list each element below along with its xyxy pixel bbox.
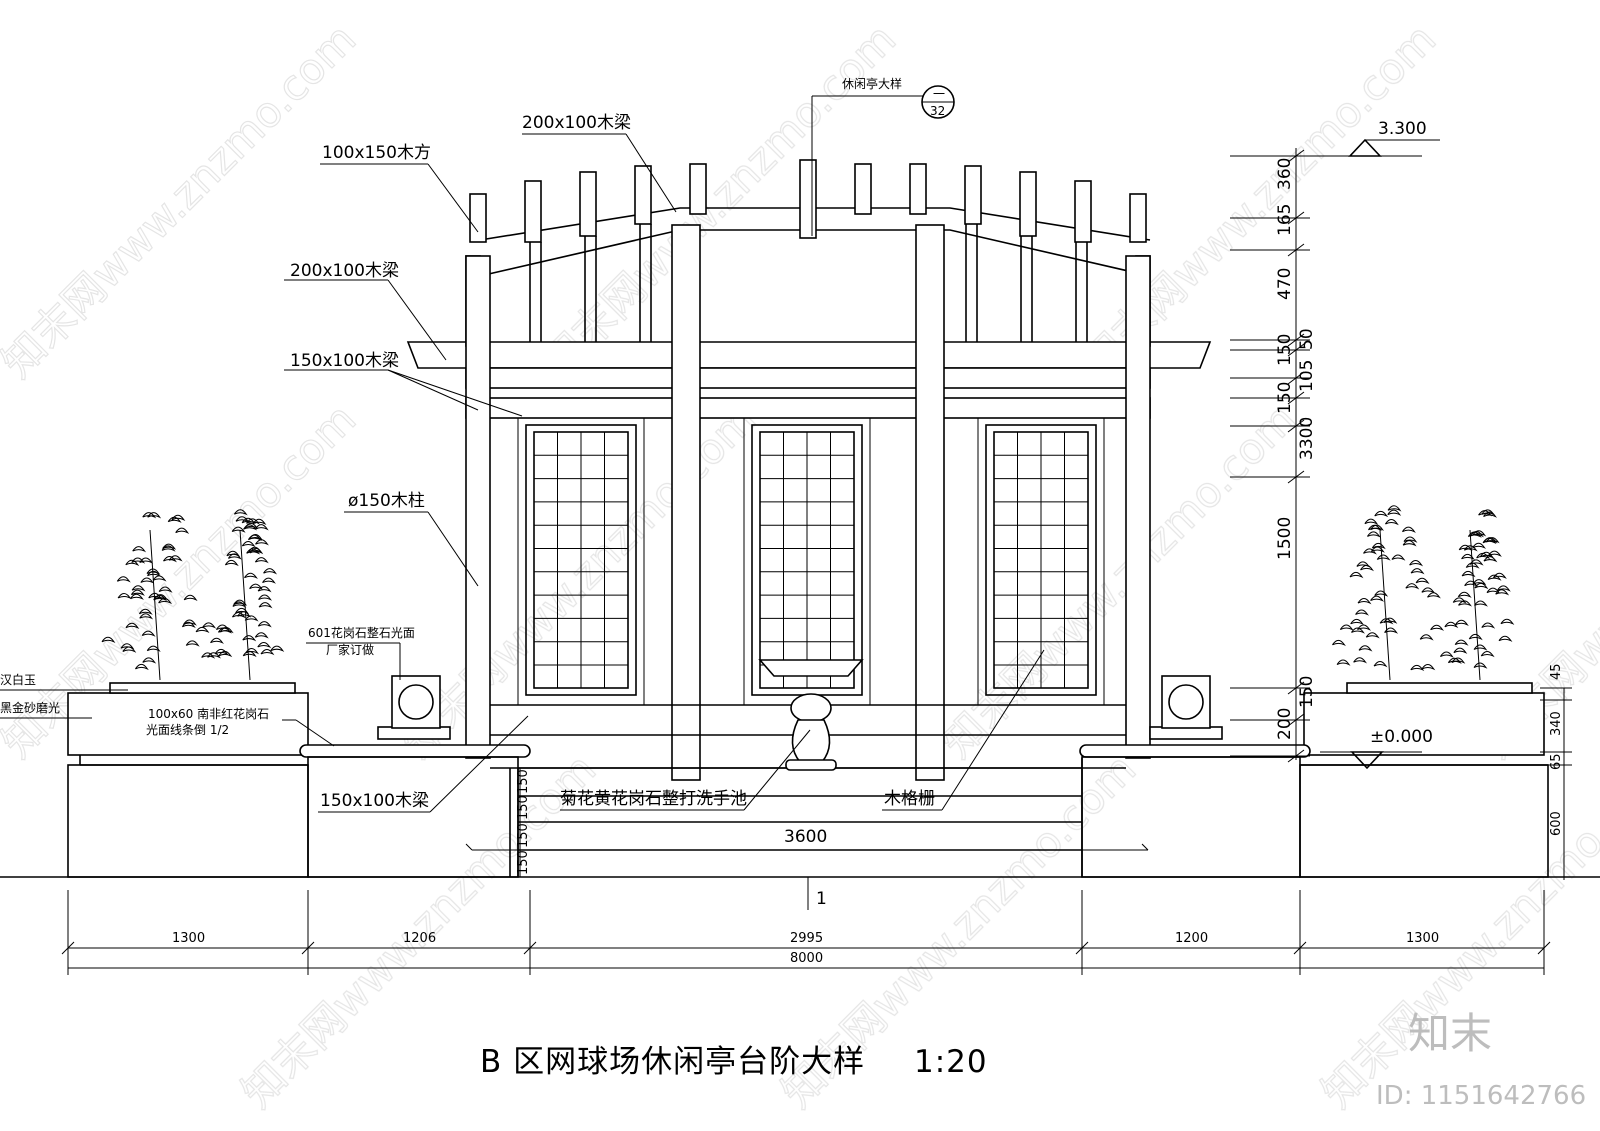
label-beam-left: 200x100木梁 — [290, 261, 399, 281]
right-dimensions: 3601654705015010515033001500150200453406… — [1230, 148, 1572, 880]
label-factory-made: 厂家订做 — [326, 642, 374, 657]
detail-ref-top: 一 — [933, 87, 945, 101]
watermark-text: 知末网www.znzmo.com — [932, 394, 1305, 767]
dim-step-text: 150 — [516, 850, 531, 875]
label-white-jade: 汉白玉 — [0, 672, 36, 687]
lattice-panels — [517, 418, 1105, 705]
leader-lines — [0, 95, 1045, 813]
dim-step-text: 150 — [516, 823, 531, 848]
watermark-text: 知末网www.znzmo.com — [0, 14, 365, 387]
label-detail-ref: 休闲亭大样 — [842, 76, 902, 91]
dim-right-text: 150 — [1275, 382, 1295, 414]
label-wood-lattice: 木格栅 — [884, 789, 935, 809]
planting-symbols — [101, 505, 1515, 681]
dim-right-text: 200 — [1275, 708, 1295, 740]
brand-mark: 知末 ID: 1151642766 — [1376, 1009, 1586, 1111]
watermark-text: 知末网www.znzmo.com — [1312, 744, 1600, 1117]
label-granite-601: 601花岗石整石光面 — [308, 625, 415, 640]
axis-label: 1 — [816, 889, 827, 909]
id-text: ID: 1151642766 — [1376, 1081, 1586, 1111]
dim-right-text: 150 — [1297, 676, 1317, 708]
title-text: B 区网球场休闲亭台阶大样 — [480, 1044, 865, 1080]
elevation-zero: ±0.000 — [1370, 727, 1433, 747]
roof-structure — [406, 159, 1212, 427]
dim-right-text: 50 — [1297, 328, 1317, 350]
dim-right-text: 360 — [1275, 158, 1295, 190]
dim-right-text: 3300 — [1297, 417, 1317, 460]
dim-bottom-text: 1300 — [1406, 931, 1439, 946]
detail-ref-bottom: 32 — [930, 104, 945, 118]
columns — [465, 224, 1151, 781]
dim-right-text: 165 — [1275, 204, 1295, 236]
dim-bottom-text: 1300 — [172, 931, 205, 946]
dim-right-text: 150 — [1275, 334, 1295, 366]
dim-far-right-text: 65 — [1549, 753, 1564, 770]
dim-step-text: 150 — [516, 795, 531, 820]
label-beam-150: 150x100木梁 — [290, 351, 399, 371]
dim-far-right-text: 45 — [1549, 663, 1564, 680]
watermark-text: 知末网www.znzmo.com — [392, 394, 765, 767]
dim-far-right-text: 340 — [1549, 711, 1564, 736]
label-nanfei-1: 100x60 南非红花岗石 — [148, 706, 269, 721]
brand-logo: 知末 — [1408, 1009, 1492, 1058]
left-planter — [67, 675, 531, 878]
right-planter — [1079, 675, 1549, 878]
wash-basin — [758, 659, 864, 771]
dim-step-text: 150 — [516, 769, 531, 794]
dim-far-right-text: 600 — [1549, 811, 1564, 836]
dim-bottom-text: 2995 — [790, 931, 823, 946]
scale-text: 1:20 — [914, 1044, 988, 1080]
elevation-top: 3.300 — [1378, 119, 1427, 139]
drawing-title: B 区网球场休闲亭台阶大样 1:20 — [480, 1044, 988, 1080]
annotations: 100x150木方 200x100木梁 200x100木梁 150x100木梁 … — [0, 76, 955, 811]
label-column: ø150木柱 — [348, 491, 425, 511]
bottom-dimensions: 1300 1206 2995 1200 1300 8000 — [61, 890, 1551, 975]
axis-marker: 1 — [807, 877, 827, 910]
label-beam-lower: 150x100木梁 — [320, 791, 429, 811]
label-black-gold: 黑金砂磨光 — [0, 700, 60, 715]
dim-bottom-text: 1206 — [403, 931, 436, 946]
dim-right-text: 105 — [1297, 360, 1317, 392]
label-wood-square: 100x150木方 — [322, 143, 431, 163]
dim-total: 8000 — [790, 951, 823, 966]
dim-right-text: 470 — [1275, 268, 1295, 300]
dim-right-text: 1500 — [1275, 517, 1295, 560]
label-beam-top: 200x100木梁 — [522, 113, 631, 133]
dim-bottom-text: 1200 — [1175, 931, 1208, 946]
dim-stair-width: 3600 — [784, 827, 827, 847]
label-wash-basin: 菊花黄花岗石整打洗手池 — [560, 789, 747, 809]
label-nanfei-2: 光面线条倒 1/2 — [146, 723, 229, 737]
